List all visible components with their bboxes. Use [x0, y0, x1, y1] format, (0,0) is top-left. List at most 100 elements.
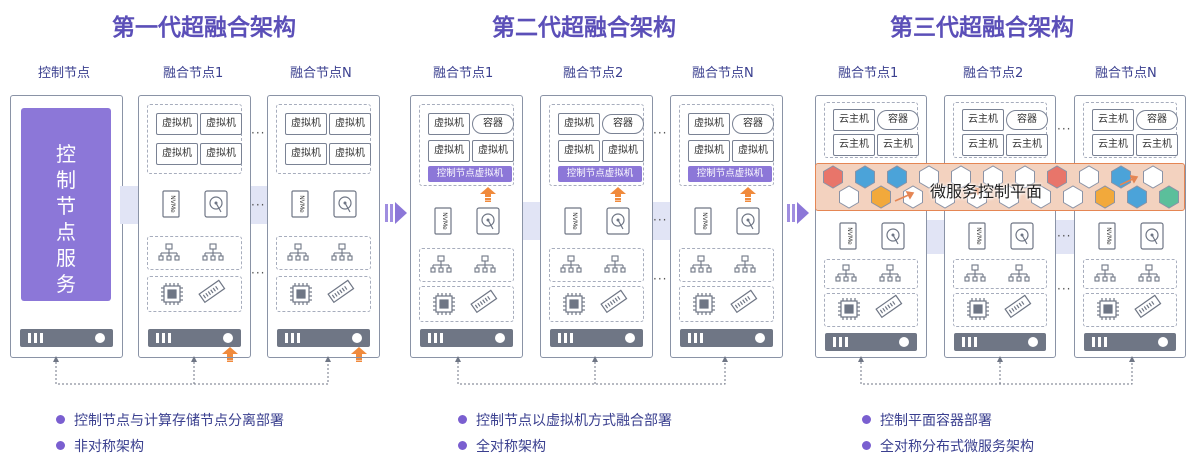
ellipsis: ··· — [251, 126, 266, 140]
control-node-vm: 控制节点虚拟机 — [558, 166, 642, 182]
control-node-vm: 控制节点虚拟机 — [428, 166, 512, 182]
memory-icon — [730, 289, 758, 314]
hard-disk-icon — [606, 207, 630, 235]
vm-box: 虚拟机 — [156, 143, 198, 165]
gen2-fusion-node-1: 虚拟机容器虚拟机虚拟机控制节点虚拟机 NVMe — [410, 95, 523, 358]
compute-group — [549, 286, 644, 322]
cloud-host-box: 云主机 — [962, 134, 1004, 156]
microservice-hexagon — [1031, 185, 1051, 209]
microservice-hexagon — [919, 165, 939, 189]
control-service: 控 制 节 点 服 务 — [21, 108, 111, 301]
microservice-hexagon — [1047, 165, 1067, 189]
hard-disk-icon — [1010, 222, 1034, 250]
next-generation-arrow-icon — [385, 202, 407, 224]
network-topology-icon — [430, 255, 452, 273]
container-box: 容器 — [1136, 110, 1178, 130]
nvme-label: NVMe — [701, 212, 708, 230]
server-icon — [1084, 333, 1176, 351]
gen3-fusion-node-2: 云主机容器云主机云主机 NVMe — [944, 95, 1056, 358]
network-topology-icon — [1138, 264, 1160, 282]
host-group: 云主机容器云主机云主机 — [824, 102, 919, 158]
vm-box: 虚拟机 — [732, 140, 774, 162]
microservice-hexagon — [871, 185, 891, 209]
cpu-icon — [967, 298, 989, 320]
network-group — [549, 248, 644, 282]
nvme-ssd-icon: NVMe — [162, 190, 180, 218]
server-icon — [420, 329, 513, 347]
icon-row: NVMe — [162, 190, 228, 218]
gen2-bullet-2: 全对称架构 — [458, 436, 546, 456]
gen3-fusion-node-1: 云主机容器云主机云主机 NVMe — [815, 95, 927, 358]
network-group — [679, 248, 774, 282]
icon-row — [158, 243, 224, 261]
compute-group — [824, 293, 918, 327]
memory-icon — [600, 289, 628, 314]
network-topology-icon — [964, 264, 986, 282]
network-topology-icon — [1008, 264, 1030, 282]
memory-icon — [1004, 294, 1032, 319]
compute-group — [419, 286, 514, 322]
memory-icon — [875, 294, 903, 319]
compute-group — [953, 293, 1047, 327]
control-service-char: 节 — [56, 194, 76, 218]
vm-box: 虚拟机 — [558, 113, 600, 135]
nvme-label: NVMe — [1105, 227, 1112, 245]
nvme-ssd-icon: NVMe — [434, 207, 452, 235]
upgrade-arrow-icon — [610, 187, 626, 202]
ellipsis: ··· — [251, 198, 266, 212]
nvme-label: NVMe — [298, 195, 305, 213]
upgrade-arrow-icon — [740, 187, 756, 202]
microservice-hexagon — [935, 185, 955, 209]
cpu-icon — [433, 293, 455, 315]
vm-box: 虚拟机 — [688, 140, 730, 162]
nvme-label: NVMe — [441, 212, 448, 230]
hard-disk-icon — [333, 190, 357, 218]
gen1-node-label-n: 融合节点N — [290, 66, 352, 81]
microservice-hexagon — [887, 165, 907, 189]
network-group — [419, 248, 514, 282]
hard-disk-icon — [476, 207, 500, 235]
compute-group — [1083, 293, 1177, 327]
ellipsis: ··· — [1057, 229, 1072, 243]
ellipsis: ··· — [653, 272, 668, 286]
cloud-host-box: 云主机 — [833, 134, 875, 156]
microservice-hexagon — [855, 165, 875, 189]
microservice-hexagon — [839, 185, 859, 209]
network-group — [953, 259, 1047, 289]
nvme-ssd-icon: NVMe — [694, 207, 712, 235]
icon-row — [1097, 294, 1162, 320]
cpu-icon — [290, 283, 312, 305]
gen2-bullet-1: 控制节点以虚拟机方式融合部署 — [458, 410, 672, 430]
gen3-node-label-2: 融合节点2 — [963, 66, 1024, 81]
server-icon — [148, 329, 241, 347]
icon-row — [290, 279, 355, 305]
server-icon — [825, 333, 917, 351]
cloud-host-box: 云主机 — [833, 109, 875, 131]
ellipsis: ··· — [251, 266, 266, 280]
gen1-bullet-1: 控制节点与计算存储节点分离部署 — [56, 410, 284, 430]
container-box: 容器 — [472, 114, 514, 134]
cpu-icon — [838, 298, 860, 320]
icon-row — [835, 264, 901, 282]
microservice-hexagon — [1143, 165, 1163, 189]
gen1-bullet-2: 非对称架构 — [56, 436, 144, 456]
gen3-bullet-2: 全对称分布式微服务架构 — [862, 436, 1034, 456]
container-box: 容器 — [877, 110, 919, 130]
network-topology-icon — [734, 255, 756, 273]
cpu-icon — [563, 293, 585, 315]
nvme-label: NVMe — [975, 227, 982, 245]
vm-box: 虚拟机 — [329, 113, 371, 135]
gen1-node-label-1: 融合节点1 — [163, 66, 224, 81]
network-topology-icon — [604, 255, 626, 273]
upgrade-arrow-icon — [480, 187, 496, 202]
memory-icon — [470, 289, 498, 314]
network-group — [147, 236, 242, 270]
network-topology-icon — [560, 255, 582, 273]
vm-box: 虚拟机 — [156, 113, 198, 135]
control-node-vm: 控制节点虚拟机 — [688, 166, 772, 182]
microservice-hexagon — [967, 185, 987, 209]
nvme-ssd-icon: NVMe — [968, 222, 986, 250]
hard-disk-icon — [736, 207, 760, 235]
icon-row: NVMe — [968, 222, 1034, 250]
